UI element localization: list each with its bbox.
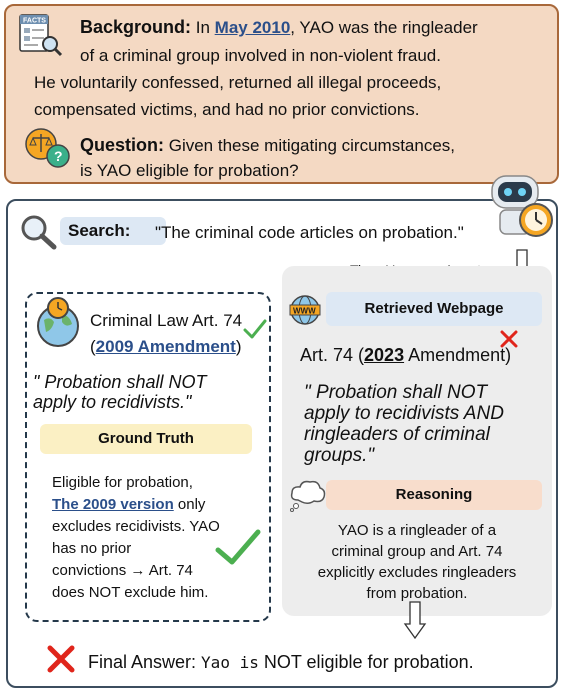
reasoning-text-3: explicitly excludes ringleaders — [317, 564, 517, 581]
gt-text-3: excludes recidivists. YAO — [52, 518, 220, 535]
background-line-4: compensated victims, and had no prior co… — [34, 100, 420, 119]
facts-document-icon: FACTS — [19, 14, 63, 57]
globe-clock-icon — [37, 297, 79, 347]
cross-icon — [47, 645, 75, 673]
ground-truth-chip: Ground Truth — [40, 424, 252, 454]
gt-text-1: Eligible for probation, — [52, 474, 193, 491]
gt-text-4: has no prior — [52, 540, 132, 557]
article-text: Amendment) — [404, 345, 512, 365]
final-answer-text: NOT eligible for probation. — [258, 652, 474, 672]
svg-text:?: ? — [54, 148, 63, 164]
background-line-1: Background: In May 2010, YAO was the rin… — [80, 17, 478, 38]
gt-text-6: does NOT exclude him. — [52, 584, 209, 601]
amendment-2023: 2023 — [364, 345, 405, 365]
retrieved-article-line: Art. 74 (2023 Amendment) — [300, 345, 511, 366]
reasoning-chip: Reasoning — [326, 480, 542, 510]
down-arrow-icon — [403, 601, 427, 640]
version-2009-link: The 2009 version — [52, 496, 174, 513]
search-query: "The criminal code articles on probation… — [155, 223, 464, 242]
gt-text-5: convictions → Art. 74 — [52, 562, 193, 579]
ground-truth-quote-2: apply to recidivists." — [33, 392, 192, 412]
question-line-2: is YAO eligible for probation? — [80, 161, 299, 180]
background-line-2: of a criminal group involved in non-viol… — [80, 46, 441, 65]
law-title: Criminal Law Art. 74 — [90, 311, 243, 330]
robot-clock-icon — [491, 175, 553, 237]
background-text: , YAO was the ringleader — [290, 18, 478, 37]
thought-cloud-icon — [290, 480, 326, 512]
www-globe-icon: WWW — [289, 295, 321, 325]
law-amendment-line: (2009 Amendment) — [90, 336, 242, 357]
amendment-2009: 2009 Amendment — [95, 337, 236, 356]
background-text: In — [195, 18, 215, 37]
retrieved-quote-3: ringleaders of criminal — [304, 424, 490, 445]
gt-text-2: The 2009 version only — [52, 494, 205, 515]
check-icon — [243, 319, 267, 339]
svg-text:WWW: WWW — [293, 307, 316, 316]
cross-icon — [500, 330, 518, 348]
svg-text:FACTS: FACTS — [23, 18, 46, 25]
final-answer: Final Answer: Yao is NOT eligible for pr… — [88, 652, 474, 673]
retrieved-quote-4: groups." — [304, 445, 375, 466]
gt-text: only — [173, 496, 206, 513]
article-text: Art. 74 ( — [300, 345, 365, 365]
date-highlight: May 2010 — [214, 18, 291, 37]
retrieved-webpage-chip: Retrieved Webpage — [326, 292, 542, 326]
ground-truth-quote-1: " Probation shall NOT — [33, 372, 207, 392]
reasoning-text-2: criminal group and Art. 74 — [331, 543, 503, 560]
reasoning-text-4: from probation. — [366, 585, 468, 602]
final-answer-label: Final Answer: — [88, 652, 202, 672]
question-text: Given these mitigating circumstances, — [164, 136, 456, 155]
scales-question-icon: ? — [25, 128, 70, 168]
background-label: Background: — [80, 17, 192, 37]
ground-truth-box — [25, 292, 271, 622]
background-question-panel — [4, 4, 559, 184]
retrieved-quote-2: apply to recidivists AND — [304, 403, 504, 424]
background-line-3: He voluntarily confessed, returned all i… — [34, 73, 442, 92]
question-label: Question: — [80, 135, 164, 155]
check-icon — [215, 529, 261, 565]
final-answer-subject: Yao is — [201, 653, 259, 672]
question-line-1: Question: Given these mitigating circums… — [80, 135, 455, 156]
reasoning-text-1: YAO is a ringleader of a — [337, 522, 497, 539]
magnifier-icon — [21, 215, 57, 250]
paren-open: ( — [90, 337, 96, 356]
search-label: Search: — [60, 217, 166, 245]
retrieved-quote-1: " Probation shall NOT — [304, 382, 488, 403]
paren-close: ) — [235, 337, 242, 356]
